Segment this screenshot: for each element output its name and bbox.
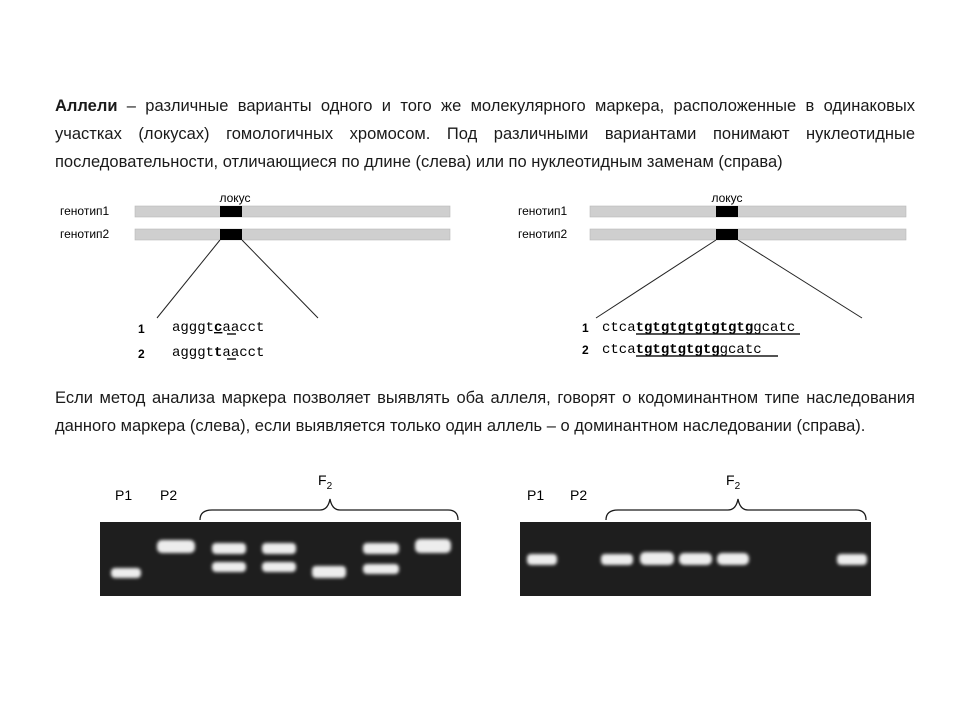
left-zoom-line-left bbox=[156, 239, 221, 319]
left-gel-band-f2-1-lower bbox=[212, 562, 246, 572]
left-chromosome-1 bbox=[134, 205, 451, 218]
left-seq2-mutation: t bbox=[214, 345, 222, 361]
left-gel-band-f2-4-upper bbox=[363, 543, 399, 554]
left-gel-image bbox=[100, 522, 461, 596]
left-locus-2 bbox=[220, 229, 242, 240]
right-chromosome-2 bbox=[589, 228, 907, 241]
right-gel-band-f2-2 bbox=[640, 552, 674, 565]
right-seq2-repeat: tgtgtgtgtg bbox=[636, 342, 720, 358]
left-gel-band-f2-1-upper bbox=[212, 543, 246, 554]
right-gel-figure: P1 P2 F2 bbox=[520, 472, 871, 596]
left-gel-p2-label: P2 bbox=[160, 487, 177, 503]
right-zoom-line-left bbox=[595, 239, 717, 319]
left-gel-band-f2-5 bbox=[415, 539, 451, 553]
left-seq2-number: 2 bbox=[138, 347, 145, 361]
left-gel-band-f2-2-lower bbox=[262, 562, 296, 572]
intro-text: – различные варианты одного и того же мо… bbox=[55, 97, 915, 171]
left-genotype2-label: генотип2 bbox=[60, 227, 110, 241]
left-seq2: agggttaacct bbox=[172, 345, 264, 361]
right-seq2: ctcatgtgtgtgtggcatc bbox=[602, 342, 762, 358]
left-gel-band-f2-2-upper bbox=[262, 543, 296, 554]
right-gel-f2-brace bbox=[605, 498, 867, 521]
left-gel-band-f2-3 bbox=[312, 566, 346, 578]
right-genotype2-label: генотип2 bbox=[518, 227, 568, 241]
left-gel-f2-label: F2 bbox=[318, 472, 333, 492]
right-genotype1-label: генотип1 bbox=[518, 204, 568, 218]
right-chromosome-diagram: локус генотип1 генотип2 1 ctcatgtgtgtgtg… bbox=[518, 191, 907, 358]
left-gel-band-f2-4-lower bbox=[363, 564, 399, 574]
right-gel-p1-label: P1 bbox=[527, 487, 544, 503]
right-gel-band-f2-4 bbox=[717, 553, 749, 565]
right-locus-label: локус bbox=[711, 191, 742, 205]
intro-paragraph: Аллели – различные варианты одного и тог… bbox=[55, 92, 915, 176]
right-seq1: ctcatgtgtgtgtgtgtggcatc bbox=[602, 320, 795, 336]
left-gel-band-p2 bbox=[157, 540, 195, 553]
left-gel-f2-brace bbox=[199, 498, 459, 521]
right-locus-2 bbox=[716, 229, 738, 240]
right-locus-1 bbox=[716, 206, 738, 217]
right-seq1-repeat: tgtgtgtgtgtgtg bbox=[636, 320, 754, 336]
right-zoom-line-right bbox=[737, 239, 863, 319]
left-gel-figure: P1 P2 F2 bbox=[100, 472, 461, 596]
left-chromosome-2 bbox=[134, 228, 451, 241]
right-gel-p2-label: P2 bbox=[570, 487, 587, 503]
right-gel-band-f2-1 bbox=[601, 554, 633, 565]
left-seq1: agggtcaacct bbox=[172, 320, 264, 336]
right-gel-band-f2-3 bbox=[679, 553, 712, 565]
right-gel-band-p1 bbox=[527, 554, 557, 565]
left-chromosome-diagram: локус генотип1 генотип2 1 agggtcaacct 2 … bbox=[60, 191, 451, 361]
left-locus-label: локус bbox=[219, 191, 250, 205]
right-gel-band-f2-5 bbox=[837, 554, 867, 565]
left-gel-p1-label: P1 bbox=[115, 487, 132, 503]
right-gel-f2-label: F2 bbox=[726, 472, 741, 492]
left-seq1-mutation: c bbox=[214, 320, 222, 336]
left-locus-1 bbox=[220, 206, 242, 217]
right-seq1-number: 1 bbox=[582, 321, 589, 335]
left-genotype1-label: генотип1 bbox=[60, 204, 110, 218]
left-gel-band-p1 bbox=[111, 568, 141, 578]
right-seq2-number: 2 bbox=[582, 343, 589, 357]
term-alleles: Аллели bbox=[55, 97, 118, 115]
left-zoom-line-right bbox=[241, 239, 319, 319]
conclusion-paragraph: Если метод анализа маркера позволяет выя… bbox=[55, 389, 915, 435]
left-seq1-number: 1 bbox=[138, 322, 145, 336]
right-chromosome-1 bbox=[589, 205, 907, 218]
